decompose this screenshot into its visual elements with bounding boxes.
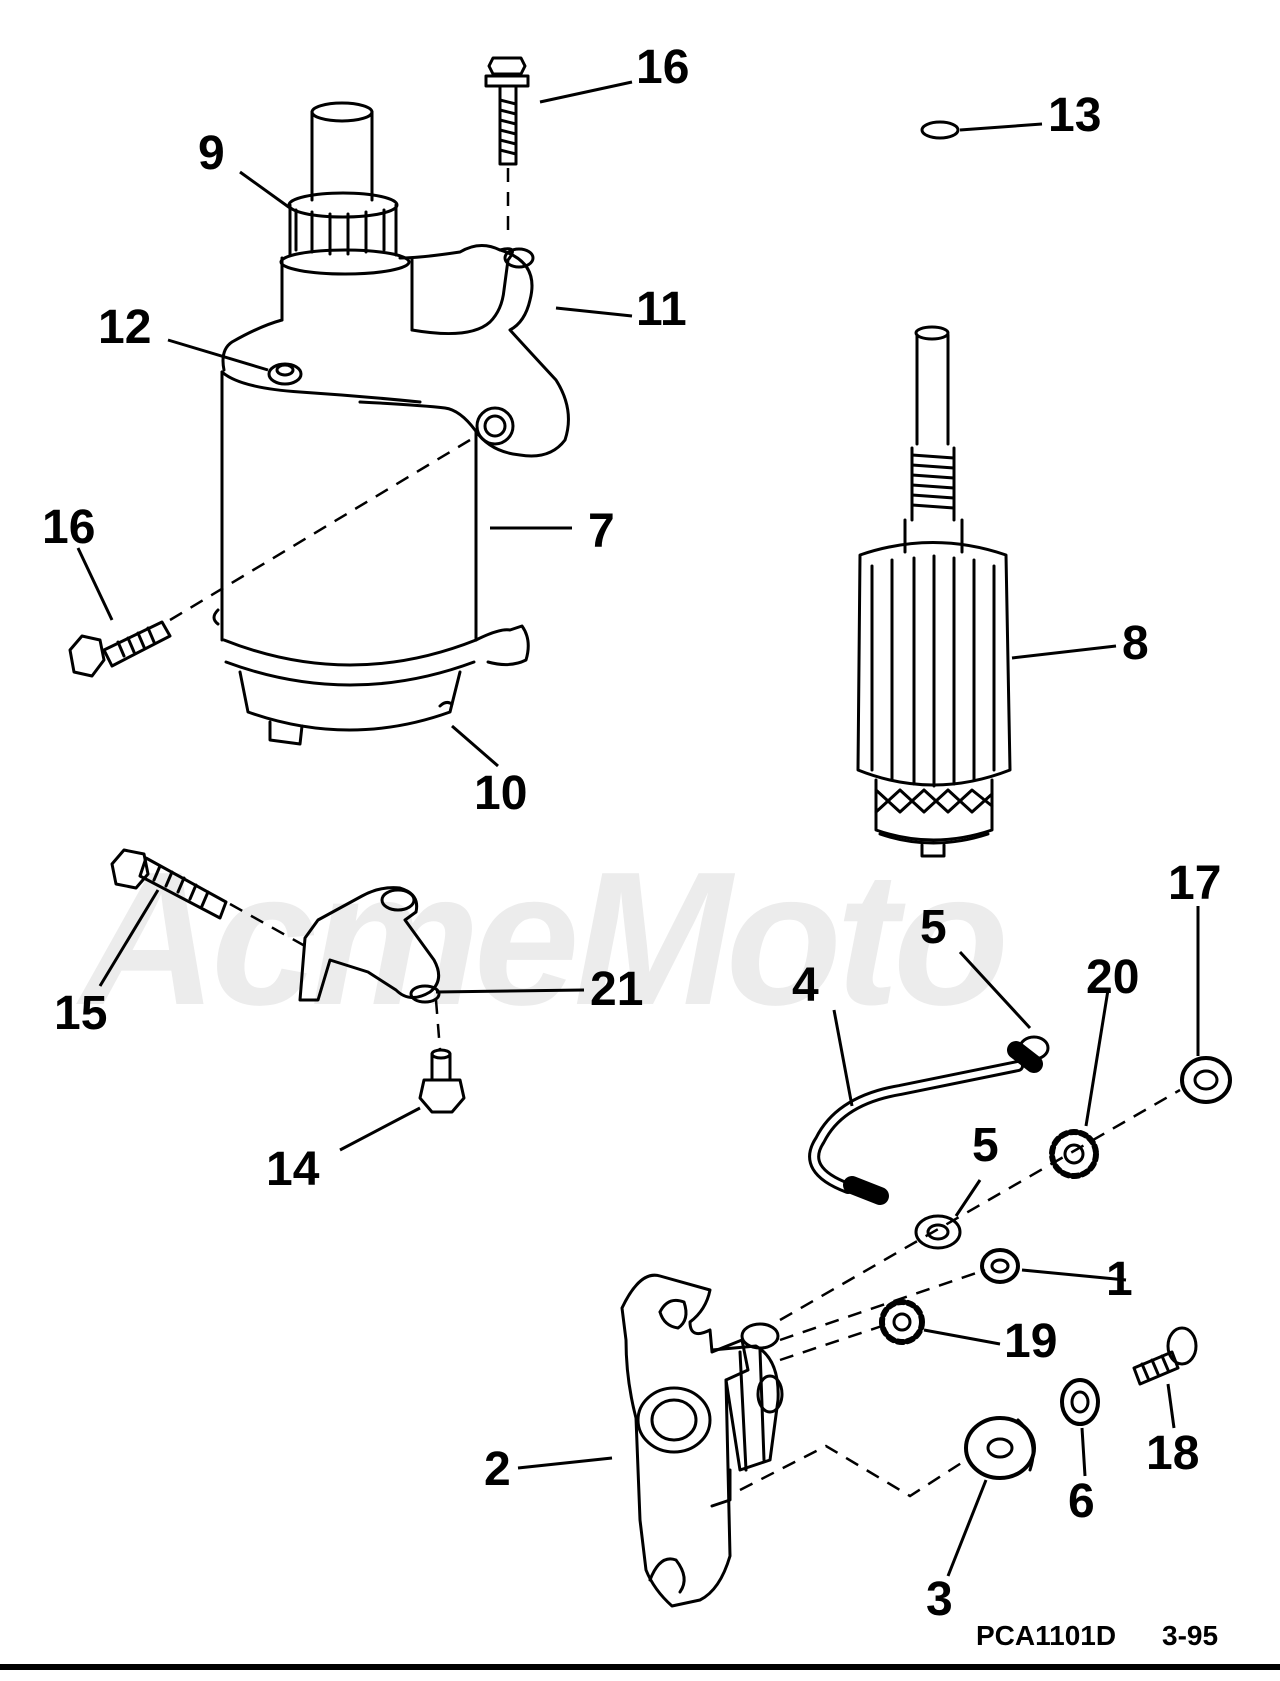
callout-21: 21	[590, 963, 644, 1016]
callout-10: 10	[474, 767, 528, 820]
grommet-part-3	[964, 1416, 1036, 1480]
lockwasher-part-20	[1049, 1129, 1099, 1179]
callout-8: 8	[1122, 617, 1149, 670]
callout-6: 6	[1068, 1475, 1095, 1528]
callout-13: 13	[1048, 89, 1102, 142]
callout-4: 4	[792, 959, 819, 1012]
bolt-part-16-left	[68, 620, 172, 678]
callout-16-left: 16	[42, 501, 96, 554]
end-cap-part-10	[438, 700, 454, 708]
callout-16-top: 16	[636, 41, 690, 94]
callout-17: 17	[1168, 857, 1222, 910]
callout-12: 12	[98, 301, 152, 354]
bracket-part-21	[298, 886, 441, 1004]
bolt-part-15	[110, 848, 228, 920]
nut-part-17	[1180, 1056, 1232, 1104]
watermark-logo: AcmeMoto	[80, 833, 1009, 1045]
starter-motor-part-7	[212, 101, 570, 746]
bottom-rule	[0, 1664, 1280, 1670]
screw-part-18	[1132, 1326, 1198, 1386]
callout-19: 19	[1004, 1315, 1058, 1368]
callout-3: 3	[926, 1573, 953, 1626]
callout-5a: 5	[920, 901, 947, 954]
callout-7: 7	[588, 505, 615, 558]
washer-part-13	[920, 120, 960, 140]
washer-part-6	[1060, 1378, 1100, 1426]
lockwasher-part-19	[879, 1299, 925, 1345]
callout-20: 20	[1086, 951, 1140, 1004]
washer-part-1	[980, 1248, 1020, 1284]
callout-14: 14	[266, 1143, 320, 1196]
callout-18: 18	[1146, 1427, 1200, 1480]
revision-date: 3-95	[1162, 1620, 1219, 1651]
part-code: PCA1101D	[976, 1620, 1117, 1651]
callout-9: 9	[198, 127, 225, 180]
callout-2: 2	[484, 1443, 511, 1496]
callout-11: 11	[636, 283, 687, 336]
cable-part-4	[808, 1035, 1050, 1250]
callout-1: 1	[1106, 1253, 1133, 1306]
callout-5b: 5	[972, 1119, 999, 1172]
callout-15: 15	[54, 987, 108, 1040]
bolt-part-16-top	[484, 56, 530, 166]
armature-part-8	[856, 325, 1012, 858]
screw-part-14	[418, 1048, 466, 1114]
solenoid-part-2	[620, 1273, 784, 1608]
